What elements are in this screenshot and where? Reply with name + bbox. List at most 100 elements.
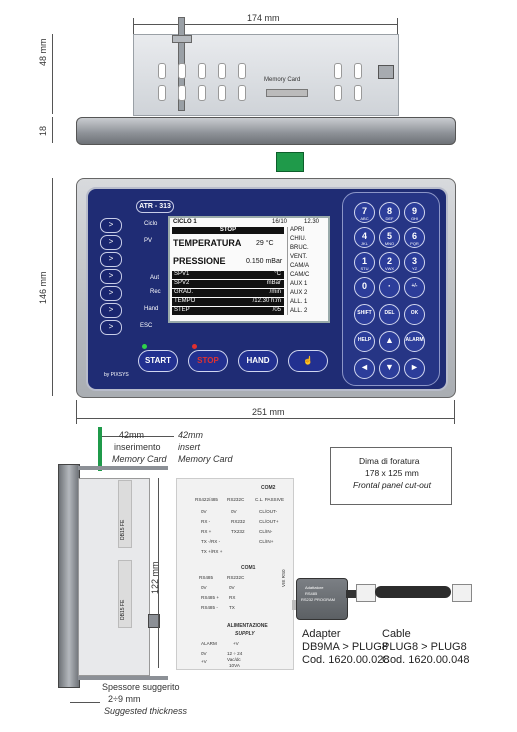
side-label-aut: Aut [150, 275, 160, 281]
screen-main-value-1: 29 °C [256, 240, 274, 247]
side-bezel [58, 464, 80, 688]
brand-label: by PIXSYS [104, 372, 129, 378]
cable-title: Cable [382, 628, 411, 640]
dim-front-width: 251 mm [252, 407, 285, 417]
insert-label-it-1: inserimento [114, 442, 161, 452]
dim-line-bezel [52, 117, 53, 143]
cable-image [375, 586, 451, 598]
key-help[interactable]: HELP [354, 331, 375, 352]
dim-side-height: 122 mm [150, 561, 160, 594]
dim-line-insert [102, 436, 174, 437]
key-alarm[interactable]: ALARM [404, 331, 425, 352]
stop-led [192, 344, 197, 349]
dim-line-side-height [158, 478, 159, 668]
thickness-label-en: Suggested thickness [104, 706, 188, 716]
dim-top-width: 174 mm [247, 13, 280, 23]
side-button-hand[interactable]: > [100, 303, 122, 318]
screw-head [172, 35, 192, 43]
side-button-aut[interactable]: > [100, 269, 122, 284]
screen-row: SPV1 °C [172, 271, 284, 279]
screen-row: TEMPO /12.30 h:m [172, 298, 284, 306]
key-dot[interactable]: · [379, 277, 400, 298]
run-led [142, 344, 147, 349]
arrow-up-key[interactable]: ▲ [379, 331, 400, 352]
side-button-esc[interactable]: > [100, 320, 122, 335]
dim-tick [133, 18, 134, 34]
dim-line-front-height [52, 178, 53, 396]
db15-connector [118, 480, 132, 548]
insert-dim: 42mm [119, 430, 145, 440]
side-housing [78, 478, 150, 676]
thickness-value: 2÷9 mm [108, 694, 141, 704]
model-badge: ATR - 313 [136, 200, 174, 213]
screen-main-label-2: PRESSIONE [173, 256, 226, 266]
cutout-line-1: Dima di foratura [359, 456, 420, 466]
top-screw [78, 466, 168, 470]
dim-tick [454, 400, 455, 424]
screen-side-list: APRI CHIU. BRUC. VENT. CAM/A CAM/C AUX 1… [287, 227, 324, 315]
arrow-down-key[interactable]: ▼ [379, 358, 400, 379]
power-title: ALIMENTAZIONE [227, 623, 268, 629]
com1-title: COM1 [241, 565, 256, 571]
side-button-ciclo[interactable]: > [100, 218, 122, 233]
side-button-3[interactable]: > [100, 252, 122, 267]
memory-card-connector [276, 152, 304, 172]
hand-icon: ☝ [303, 356, 313, 365]
dim-front-height: 146 mm [38, 271, 48, 304]
power-subtitle: SUPPLY [235, 631, 255, 637]
lcd-screen: CICLO 1 16/10 12.30 STOP TEMPERATURA 29 … [168, 216, 330, 323]
screen-time: 12.30 [304, 219, 320, 225]
key-ok[interactable]: OK [404, 304, 425, 325]
db15-connector [118, 560, 132, 628]
start-button[interactable]: START [138, 350, 178, 372]
insert-en-dim: 42mm [178, 430, 204, 440]
screen-row: GRAD. /min [172, 289, 284, 297]
insert-label-en-1: insert [178, 442, 201, 452]
screen-row: STEP /05 [172, 307, 284, 315]
side-button-rec[interactable]: > [100, 286, 122, 301]
insert-label-it-2: Memory Card [112, 454, 167, 464]
screen-main-value-2: 0.150 mBar [246, 258, 283, 265]
side-label-ciclo: Ciclo [144, 221, 158, 227]
memory-card-slot [266, 89, 308, 97]
hand-button[interactable]: HAND [238, 350, 278, 372]
screen-title: CICLO 1 [173, 219, 197, 225]
adapter-cable [346, 590, 360, 598]
top-view-housing: Memory Card [133, 17, 399, 116]
db15-label-top: DB15 FE [120, 519, 126, 540]
screen-date: 16/10 [272, 219, 288, 225]
adapter-code: Cod. 1620.00.028 [302, 654, 390, 666]
adapter-line-1: DB9MA > PLUG8 [302, 641, 388, 653]
rj45-plug-left [356, 584, 376, 602]
dim-line-top-width [133, 24, 397, 25]
key-0[interactable]: 0 [354, 277, 375, 298]
adapter-title: Adapter [302, 628, 341, 640]
connector-panel: COM2 RS422/485 RS232C C.L. PASSIVE 0V 0V… [176, 478, 294, 670]
cutout-line-2: 178 x 125 mm [365, 468, 419, 478]
terminal-screw [378, 65, 394, 79]
screen-main-label-1: TEMPERATURA [173, 238, 242, 248]
hand-icon-button[interactable]: ☝ [288, 350, 328, 372]
arrow-left-key[interactable]: ◄ [354, 358, 375, 379]
key-shift[interactable]: SHIFT [354, 304, 375, 325]
bottom-screw [78, 676, 168, 680]
key-del[interactable]: DEL [379, 304, 400, 325]
memory-card-label: Memory Card [264, 77, 301, 83]
stop-button[interactable]: STOP [188, 350, 228, 372]
side-label-rec: Rec [150, 289, 161, 295]
side-label-hand: Hand [144, 306, 159, 312]
key-plus-minus[interactable]: +/- [404, 277, 425, 298]
rj45-plug-right [452, 584, 472, 602]
side-button-pv[interactable]: > [100, 235, 122, 250]
arrow-right-key[interactable]: ► [404, 358, 425, 379]
dim-line-front-width [76, 418, 454, 419]
